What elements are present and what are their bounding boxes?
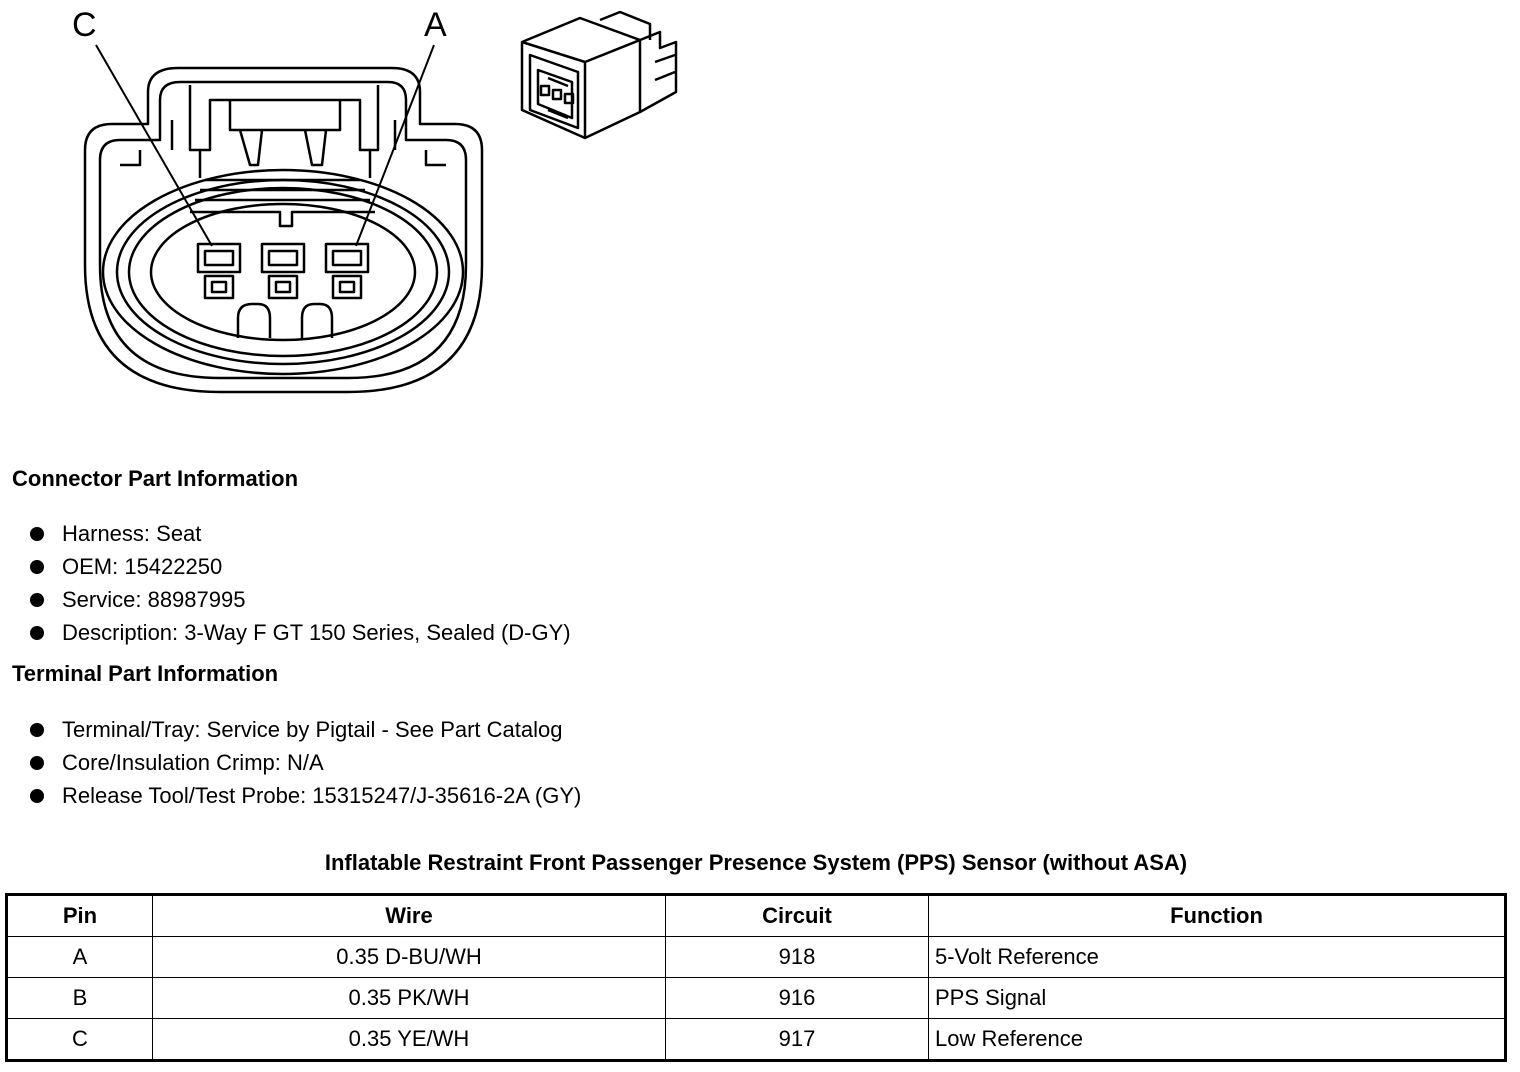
- table-row: C 0.35 YE/WH 917 Low Reference: [6, 1018, 1506, 1061]
- list-item-text: Terminal/Tray: Service by Pigtail - See …: [62, 717, 563, 742]
- cell-function: PPS Signal: [928, 977, 1506, 1019]
- key-right: [300, 302, 334, 338]
- connector-diagram: [83, 10, 678, 394]
- seal-outer: [101, 168, 465, 376]
- bullet-icon: [30, 560, 44, 574]
- list-item-text: OEM: 15422250: [62, 554, 223, 579]
- terminal-info-title: Terminal Part Information: [12, 661, 279, 686]
- cell-wire: 0.35 PK/WH: [152, 977, 666, 1019]
- header-pin: Pin: [6, 894, 153, 937]
- connector-info-list: Harness: Seat OEM: 15422250 Service: 889…: [28, 517, 571, 649]
- table-header-row: Pin Wire Circuit Function: [6, 894, 1506, 937]
- connector-face: [149, 202, 417, 342]
- list-item: Core/Insulation Crimp: N/A: [28, 746, 581, 779]
- bullet-icon: [30, 593, 44, 607]
- bullet-icon: [30, 626, 44, 640]
- leader-line-c: [95, 44, 213, 247]
- cell-wire: 0.35 D-BU/WH: [152, 936, 666, 978]
- cell-wire: 0.35 YE/WH: [152, 1018, 666, 1061]
- bullet-icon: [30, 789, 44, 803]
- cavity-b: [260, 242, 306, 300]
- cell-circuit: 918: [665, 936, 929, 978]
- pin-table: Pin Wire Circuit Function A 0.35 D-BU/WH…: [5, 893, 1507, 1062]
- list-item: OEM: 15422250: [28, 550, 571, 583]
- list-item: Terminal/Tray: Service by Pigtail - See …: [28, 713, 581, 746]
- bullet-icon: [30, 723, 44, 737]
- cell-circuit: 917: [665, 1018, 929, 1061]
- header-circuit: Circuit: [665, 894, 929, 937]
- cavity-a: [324, 242, 370, 300]
- cell-pin: A: [6, 936, 153, 978]
- list-item-text: Release Tool/Test Probe: 15315247/J-3561…: [62, 783, 582, 808]
- connector-isometric-icon: [520, 10, 678, 140]
- bullet-icon: [30, 756, 44, 770]
- cell-pin: B: [6, 977, 153, 1019]
- table-row: B 0.35 PK/WH 916 PPS Signal: [6, 977, 1506, 1019]
- list-item-text: Core/Insulation Crimp: N/A: [62, 750, 324, 775]
- pin-label-c: C: [72, 6, 97, 44]
- connector-info-title: Connector Part Information: [12, 466, 299, 491]
- leader-line-a: [355, 44, 435, 247]
- header-function: Function: [928, 894, 1506, 937]
- terminal-info-list: Terminal/Tray: Service by Pigtail - See …: [28, 713, 581, 812]
- list-item: Release Tool/Test Probe: 15315247/J-3561…: [28, 779, 581, 812]
- list-item: Harness: Seat: [28, 517, 571, 550]
- cavity-c: [196, 242, 242, 300]
- cell-function: 5-Volt Reference: [928, 936, 1506, 978]
- header-wire: Wire: [152, 894, 666, 937]
- cell-circuit: 916: [665, 977, 929, 1019]
- list-item-text: Service: 88987995: [62, 587, 246, 612]
- key-left: [236, 302, 272, 338]
- bullet-icon: [30, 527, 44, 541]
- latch: [188, 85, 380, 152]
- table-title: Inflatable Restraint Front Passenger Pre…: [324, 850, 1188, 875]
- table-row: A 0.35 D-BU/WH 918 5-Volt Reference: [6, 936, 1506, 978]
- cell-pin: C: [6, 1018, 153, 1061]
- list-item-text: Harness: Seat: [62, 521, 202, 546]
- connector-housing-inner: [98, 80, 468, 380]
- cell-function: Low Reference: [928, 1018, 1506, 1061]
- list-item-text: Description: 3-Way F GT 150 Series, Seal…: [62, 620, 571, 645]
- list-item: Service: 88987995: [28, 583, 571, 616]
- connector-housing-outer: [83, 66, 484, 394]
- list-item: Description: 3-Way F GT 150 Series, Seal…: [28, 616, 571, 649]
- pin-label-a: A: [424, 6, 447, 44]
